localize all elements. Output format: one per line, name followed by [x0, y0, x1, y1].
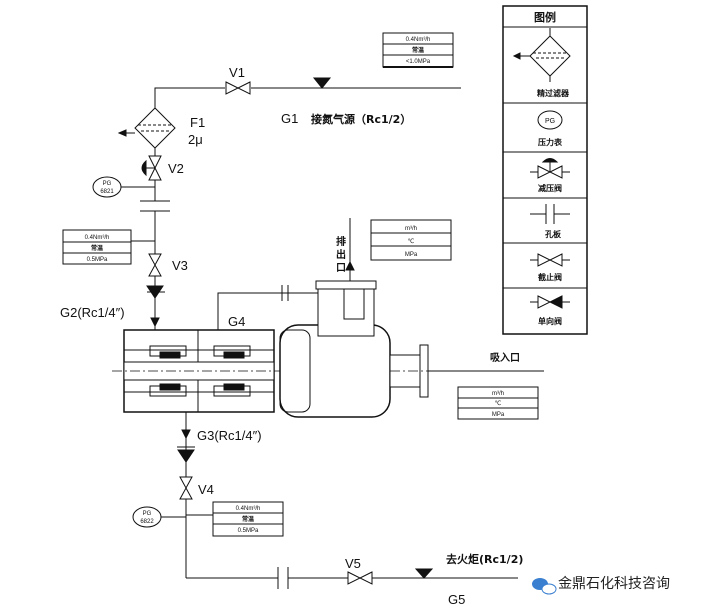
supply-point-icon: [312, 77, 332, 89]
legend-item-filter: 精过滤器: [537, 88, 570, 98]
nitrogen-supply-line: V1 G1 接氮气源（Rc1/2） 0.4Nm³/h 常温 <1.0MPa: [154, 32, 461, 126]
check-valve-g2-icon: [146, 285, 165, 299]
port-g5-label: G5: [448, 592, 465, 607]
legend-item-reducer: 减压阀: [538, 183, 562, 193]
supply-flow: 0.4Nm³/h: [406, 37, 431, 43]
valve-v4-icon: [179, 476, 193, 500]
gauge-pg6821-bottom: 6821: [100, 189, 114, 195]
wechat-logo-icon: [532, 578, 557, 595]
flare-info-box: 0.4Nm³/h 常温 0.5MPa: [186, 501, 284, 537]
port-g4-label: G4: [228, 314, 245, 329]
filter-f1-label: F1: [190, 115, 205, 130]
gauge-pg6822-bottom: 6822: [140, 519, 154, 525]
discharge-pressure: MPa: [405, 252, 418, 258]
discharge-info-box: m³/h ℃ MPa: [370, 219, 452, 261]
pump-body: [279, 280, 429, 418]
suction-info-box: m³/h ℃ MPa: [457, 386, 539, 420]
port-g1-desc: 接氮气源（Rc1/2）: [311, 112, 411, 126]
v3-temp: 常温: [91, 244, 103, 252]
orifice-1-icon: [140, 200, 170, 212]
v3-flow: 0.4Nm³/h: [85, 235, 110, 241]
orifice-2-icon: [277, 567, 289, 589]
valve-v2-label: V2: [168, 161, 184, 176]
flare-pressure: 0.5MPa: [238, 528, 259, 534]
legend-gauge-text: PG: [545, 118, 555, 125]
globe-valve-icon: [530, 253, 570, 267]
valve-v1-icon: [225, 81, 251, 95]
discharge-nozzle: [345, 218, 355, 281]
watermark-text: 金鼎石化科技咨询: [558, 576, 670, 592]
legend-item-globe: 截止阀: [538, 272, 562, 282]
legend-item-gauge: 压力表: [538, 137, 563, 147]
watermark: 金鼎石化科技咨询: [532, 576, 670, 595]
gauge-symbol-icon: PG: [537, 110, 563, 130]
port-g5-desc: 去火炬(Rc1/2): [446, 552, 523, 566]
supply-pressure: <1.0MPa: [406, 59, 431, 65]
v3-pressure: 0.5MPa: [87, 257, 108, 263]
valve-v1-label: V1: [229, 65, 245, 80]
gauge-pg6821-icon: PG 6821: [92, 176, 155, 198]
valve-v3-label: V3: [172, 258, 188, 273]
discharge-label-3: 口: [336, 263, 346, 274]
v3-info-box: 0.4Nm³/h 常温 0.5MPa: [62, 229, 155, 265]
filter-symbol-icon: [512, 28, 571, 82]
legend-title: 图例: [534, 10, 556, 24]
legend-item-orifice: 孔板: [545, 229, 562, 239]
valve-v4-label: V4: [198, 482, 214, 497]
flare-temp: 常温: [242, 515, 254, 523]
pressure-reducing-valve-icon: [530, 158, 570, 179]
legend: 图例 精过滤器 PG 压力表 减压阀: [502, 5, 588, 335]
port-g2-label: G2(Rc1/4″): [60, 305, 125, 320]
filter-f1-rating: 2μ: [188, 132, 203, 147]
suction-temp: ℃: [495, 400, 502, 407]
orifice-plate-icon: [530, 204, 570, 224]
discharge-flow: m³/h: [405, 226, 417, 232]
discharge-temp: ℃: [408, 238, 415, 245]
suction-pressure: MPa: [492, 412, 505, 418]
flare-flow: 0.4Nm³/h: [236, 506, 261, 512]
gauge-pg6822-top: PG: [143, 511, 152, 517]
suction-label: 吸入口: [490, 352, 520, 364]
arrow-g2-icon: [150, 317, 160, 328]
discharge-label-2: 出: [336, 248, 346, 261]
valve-v5-label: V5: [345, 556, 361, 571]
check-valve-g3-icon: [177, 446, 195, 463]
arrow-g3-icon: [181, 429, 191, 440]
supply-info-box: 0.4Nm³/h 常温 <1.0MPa: [382, 32, 454, 68]
supply-temp: 常温: [412, 46, 424, 54]
gauge-pg6822-icon: PG 6822: [132, 506, 186, 528]
valve-v5-icon: [347, 571, 373, 585]
flare-point-icon: [414, 568, 434, 579]
suction-flow: m³/h: [492, 391, 504, 397]
gauge-pg6821-top: PG: [103, 181, 112, 187]
check-valve-icon: [530, 295, 570, 309]
filter-f1-icon: [117, 107, 176, 149]
legend-item-check: 单向阀: [538, 316, 562, 326]
g4-line: [217, 285, 318, 330]
valve-v3-icon: [148, 253, 162, 277]
port-g1-label: G1: [281, 111, 298, 126]
discharge-label-1: 排: [336, 235, 346, 248]
valve-v2-icon: [141, 155, 162, 181]
port-g3-label: G3(Rc1/4″): [197, 428, 262, 443]
